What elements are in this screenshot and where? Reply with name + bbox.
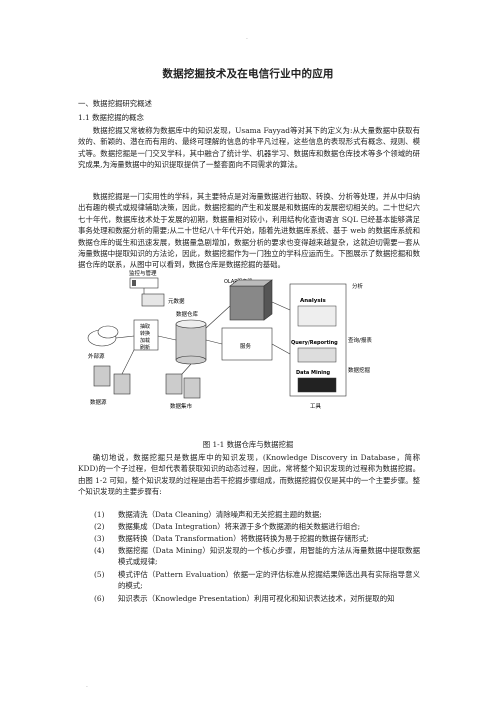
figure-analysis-screen [297, 305, 337, 327]
figure-label-metadata: 元数据 [168, 297, 185, 305]
figure-warehouse-top [175, 319, 207, 329]
list-item-number: (3) [94, 534, 105, 543]
paragraph-definition: 数据挖掘又常被称为数据库中的知识发现，Usama Fayyad等对其下的定义为:… [78, 126, 420, 170]
figure-mining-screen [297, 377, 337, 393]
list-item-text: 知识表示（Knowledge Presentation）利用可视化和知识表达技术… [118, 594, 395, 603]
figure-warehouse-mining: 监控与管理 元数据 外部源 抽取 转换 加载 刷新 数据仓库 OLAP服务器 服… [87, 269, 372, 410]
figure-label-analysis-cn: 分析 [352, 282, 364, 290]
header-mark: · [246, 36, 248, 43]
figure-process-box [133, 319, 159, 351]
figure-warehouse-body [175, 323, 207, 361]
footer-mark: · [86, 684, 88, 691]
section-heading-1-1: 1.1 数据挖掘的概念 [78, 113, 144, 122]
figure-arrow-src-process [121, 349, 135, 375]
figure-arrow-wh-mart [181, 363, 192, 375]
figure-warehouse-bottom [175, 355, 207, 365]
figure-label-data-source: 数据源 [90, 398, 107, 406]
list-item-text: 数据转换（Data Transformation）将数据转换为易于挖掘的数据存储… [118, 534, 369, 543]
figure-label-service: 服务 [240, 342, 252, 350]
figure-label-query-cn: 查询/报表 [348, 336, 372, 344]
figure-external-cloud-2 [97, 325, 119, 339]
figure-label-monitor: 监控与管理 [129, 269, 157, 277]
figure-label-data-mart: 数据集市 [170, 402, 193, 410]
list-item-number: (6) [94, 594, 105, 603]
figure-metadata-box [141, 293, 165, 307]
figure-label-process-2: 转换 [140, 330, 150, 337]
figure-label-query: Query/Reporting [291, 340, 338, 346]
figure-label-mining-cn: 数据挖掘 [348, 366, 371, 374]
list-item-number: (1) [94, 510, 105, 519]
figure-arrow-process-wh [157, 335, 177, 341]
figure-source-db-1 [93, 365, 111, 387]
figure-arrow-olap-tools [271, 301, 291, 311]
list-item-number: (4) [94, 546, 105, 555]
figure-arrow-wh-service [205, 339, 223, 345]
paragraph-kdd: 确切地说，数据挖掘只是数据库中的知识发现，(Knowledge Discover… [78, 453, 420, 497]
figure-label-process-3: 加载 [140, 337, 150, 344]
figure-arrow-service-tools [271, 343, 291, 355]
figure-arrow-wh-olap [205, 305, 231, 329]
figure-label-warehouse: 数据仓库 [176, 310, 199, 318]
list-item-text: 数据集成（Data Integration）将来源于多个数据源的相关数据进行组合… [118, 522, 361, 531]
figure-caption: 图 1-1 数据仓库与数据挖掘 [202, 440, 294, 449]
figure-label-analysis: Analysis [300, 298, 327, 304]
figure-mart-1 [165, 373, 183, 395]
figure-tools-frame [289, 283, 347, 397]
list-item-text: 模式评估（Pattern Evaluation）依据一定的评估标准从挖掘结果筛选… [118, 570, 420, 591]
figure-olap-cube-side [263, 279, 273, 321]
list-item-number: (5) [94, 570, 105, 579]
figure-olap-cube [229, 285, 265, 321]
figure-source-db-2 [113, 373, 131, 395]
figure-label-process-4: 刷新 [140, 344, 150, 351]
figure-service-box [221, 327, 273, 361]
list-item-number: (2) [94, 522, 105, 531]
document-title: 数据挖掘技术及在电信行业中的应用 [162, 68, 334, 80]
figure-label-tools: 工具 [310, 403, 322, 410]
figure-label-process-1: 抽取 [140, 323, 150, 330]
figure-query-screen [297, 347, 337, 363]
figure-label-mining: Data Mining [296, 370, 331, 376]
figure-arrow-ext-process [115, 335, 135, 339]
paragraph-history: 数据挖掘是一门实用性的学科，其主要特点是对海量数据进行抽取、转换、分析等处理，并… [78, 192, 420, 270]
figure-mart-2 [183, 377, 201, 399]
figure-monitor-icon [132, 280, 136, 286]
list-item-text: 数据清洗（Data Cleaning）清除噪声和无关挖掘主题的数据; [118, 510, 322, 519]
list-item-text: 数据挖掘（Data Mining）知识发现的一个核心步骤，用智能的方法从海量数据… [118, 546, 420, 567]
figure-label-external: 外部源 [88, 352, 105, 360]
section-heading-1: 一、数据挖掘研究概述 [78, 99, 152, 108]
